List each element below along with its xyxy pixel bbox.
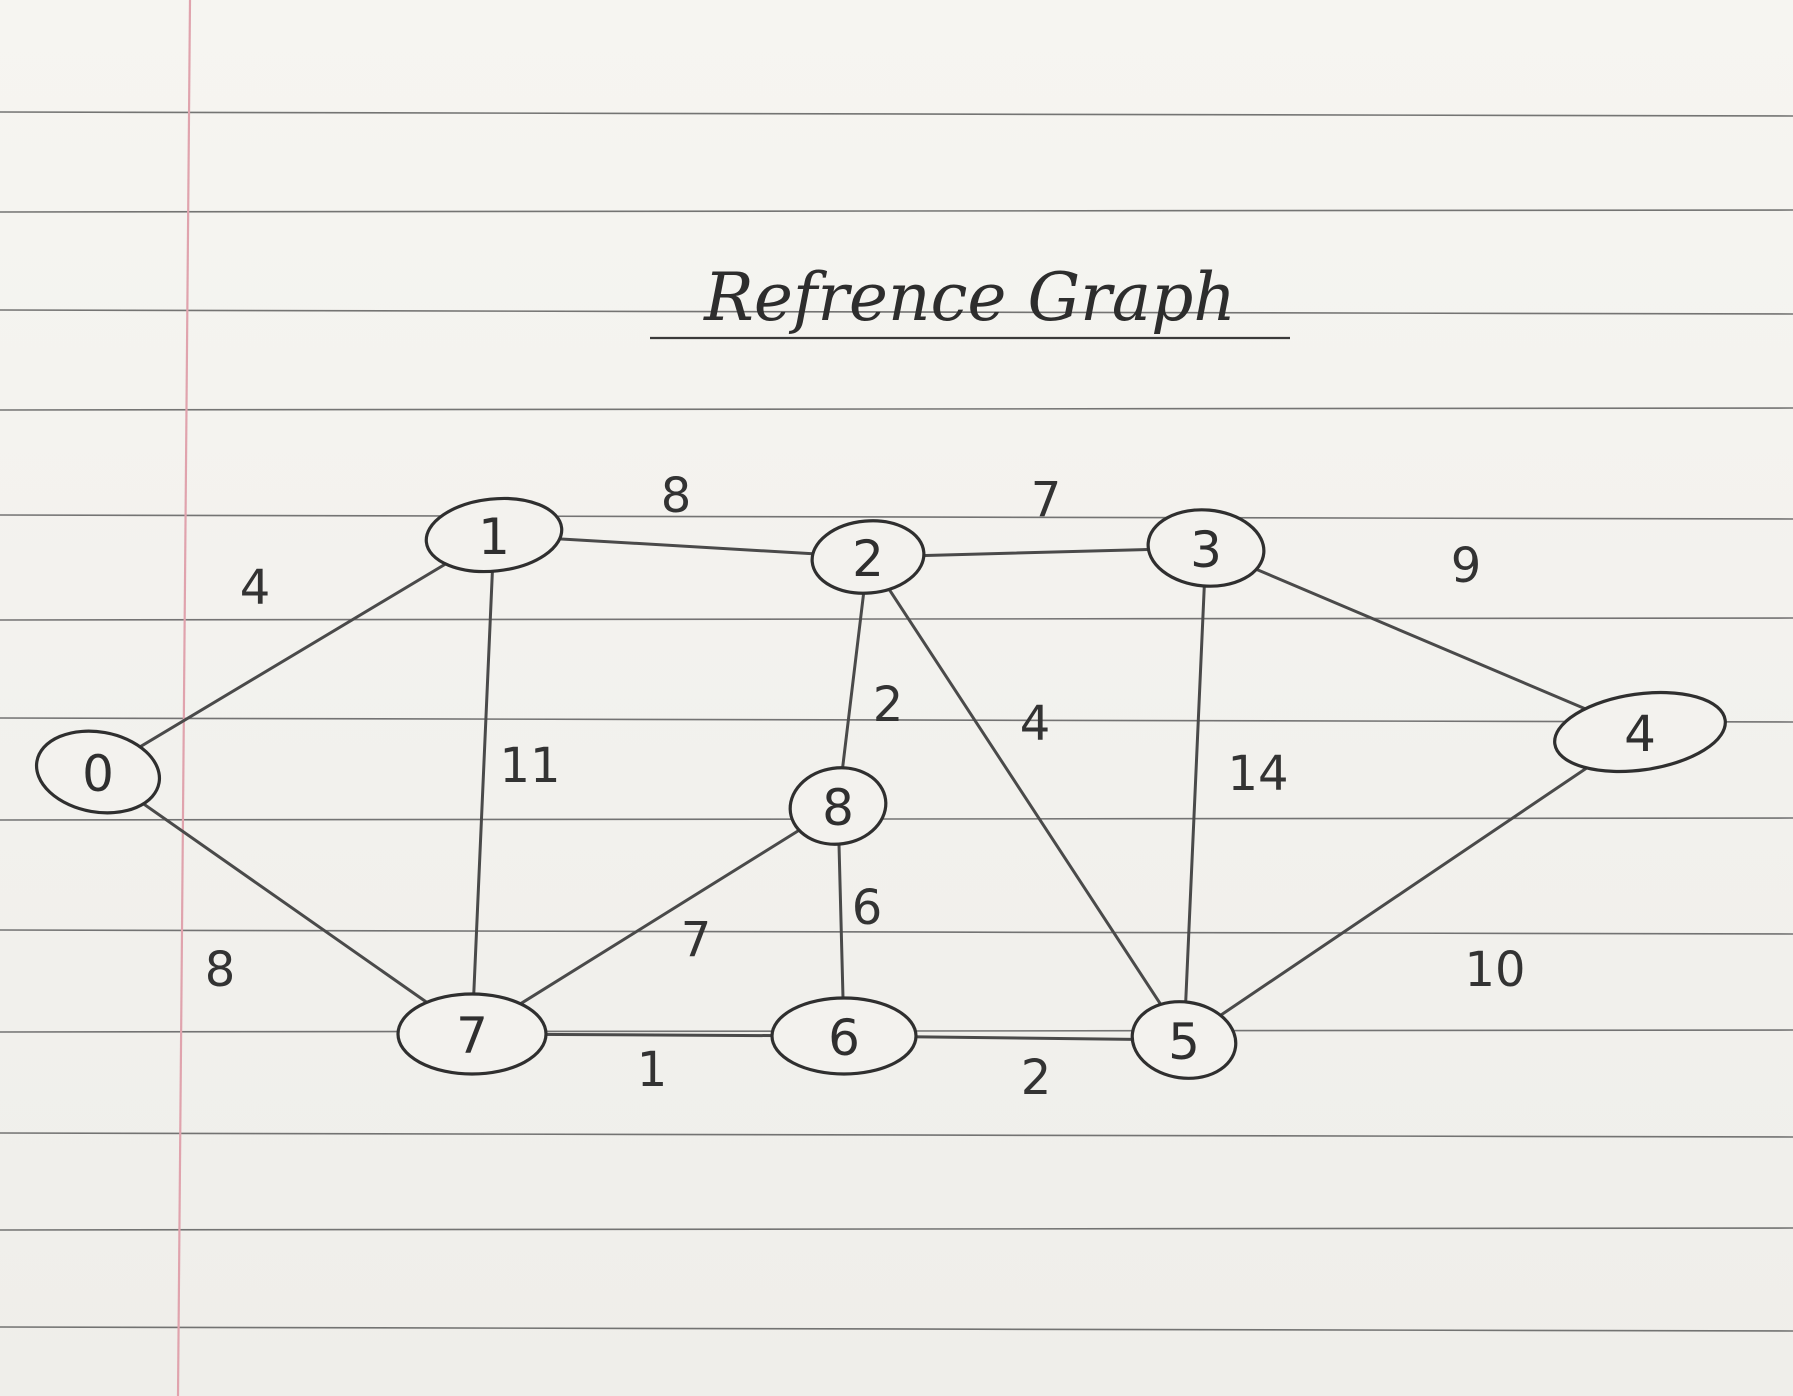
ruled-line bbox=[0, 717, 1793, 723]
edge-weight-1-2: 8 bbox=[661, 468, 692, 524]
edge-weight-3-5: 14 bbox=[1227, 746, 1288, 802]
graph-title: Refrence Graph bbox=[703, 259, 1236, 336]
node-label-3: 3 bbox=[1190, 521, 1222, 579]
node-shape-4 bbox=[1553, 690, 1727, 774]
ruled-line bbox=[0, 929, 1793, 935]
ruled-line bbox=[0, 617, 1793, 621]
edge-2-8 bbox=[836, 555, 870, 808]
node-label-5: 5 bbox=[1168, 1013, 1200, 1071]
edge-0-1 bbox=[96, 533, 496, 774]
node-5: 5 bbox=[1130, 1000, 1238, 1080]
edge-0-7 bbox=[96, 770, 474, 1036]
node-7: 7 bbox=[396, 992, 548, 1076]
node-8: 8 bbox=[788, 766, 888, 846]
edge-weight-3-4: 9 bbox=[1451, 538, 1482, 594]
node-4: 4 bbox=[1553, 690, 1727, 774]
edge-7-8 bbox=[470, 804, 840, 1036]
edge-weight-6-7: 1 bbox=[637, 1042, 668, 1098]
margin-line bbox=[176, 0, 192, 1396]
node-3: 3 bbox=[1146, 508, 1266, 588]
ruled-line bbox=[0, 309, 1793, 315]
ruled-line bbox=[0, 111, 1793, 117]
ruled-line bbox=[0, 407, 1793, 411]
node-shape-2 bbox=[810, 519, 926, 595]
ruled-line bbox=[0, 817, 1793, 821]
ruled-line bbox=[0, 1132, 1793, 1138]
node-2: 2 bbox=[810, 519, 926, 595]
edge-1-7 bbox=[470, 533, 496, 1036]
edge-weight-6-8: 6 bbox=[852, 880, 883, 936]
edge-4-5 bbox=[1182, 730, 1642, 1042]
weight-layer: 4 8 8 11 7 2 4 9 14 10 2 1 6 7 bbox=[205, 468, 1526, 1106]
ruled-line bbox=[0, 1326, 1793, 1332]
edge-weight-2-8: 2 bbox=[873, 677, 904, 733]
edge-weight-5-6: 2 bbox=[1021, 1050, 1052, 1106]
edge-weight-0-7: 8 bbox=[205, 942, 236, 998]
node-label-4: 4 bbox=[1624, 705, 1656, 763]
node-label-6: 6 bbox=[828, 1009, 860, 1067]
node-shape-7 bbox=[396, 992, 548, 1076]
edge-weight-4-5: 10 bbox=[1464, 942, 1525, 998]
edge-weight-1-7: 11 bbox=[499, 738, 560, 794]
node-shape-0 bbox=[34, 729, 162, 815]
node-0: 0 bbox=[34, 729, 162, 815]
edge-weight-7-8: 7 bbox=[681, 912, 712, 968]
ruled-line bbox=[0, 209, 1793, 213]
node-shape-6 bbox=[770, 996, 918, 1076]
edge-3-5 bbox=[1182, 546, 1208, 1042]
node-shape-1 bbox=[424, 496, 564, 574]
edge-weight-2-3: 7 bbox=[1031, 472, 1062, 528]
node-6: 6 bbox=[770, 996, 918, 1076]
ruled-line bbox=[0, 514, 1793, 520]
node-shape-5 bbox=[1130, 1000, 1238, 1080]
node-layer: 0 1 2 3 4 5 6 7 8 bbox=[34, 496, 1727, 1080]
node-label-7: 7 bbox=[456, 1007, 488, 1065]
edge-weight-0-1: 4 bbox=[240, 560, 271, 616]
ruled-line bbox=[0, 1227, 1793, 1231]
node-label-8: 8 bbox=[822, 779, 854, 837]
edge-3-4 bbox=[1204, 546, 1642, 734]
node-label-1: 1 bbox=[478, 508, 510, 566]
edge-weight-2-5: 4 bbox=[1020, 696, 1051, 752]
node-label-0: 0 bbox=[82, 745, 114, 803]
node-label-2: 2 bbox=[852, 530, 884, 588]
node-shape-8 bbox=[788, 766, 888, 846]
node-1: 1 bbox=[424, 496, 564, 574]
node-shape-3 bbox=[1146, 508, 1266, 588]
edge-2-5 bbox=[866, 555, 1186, 1042]
